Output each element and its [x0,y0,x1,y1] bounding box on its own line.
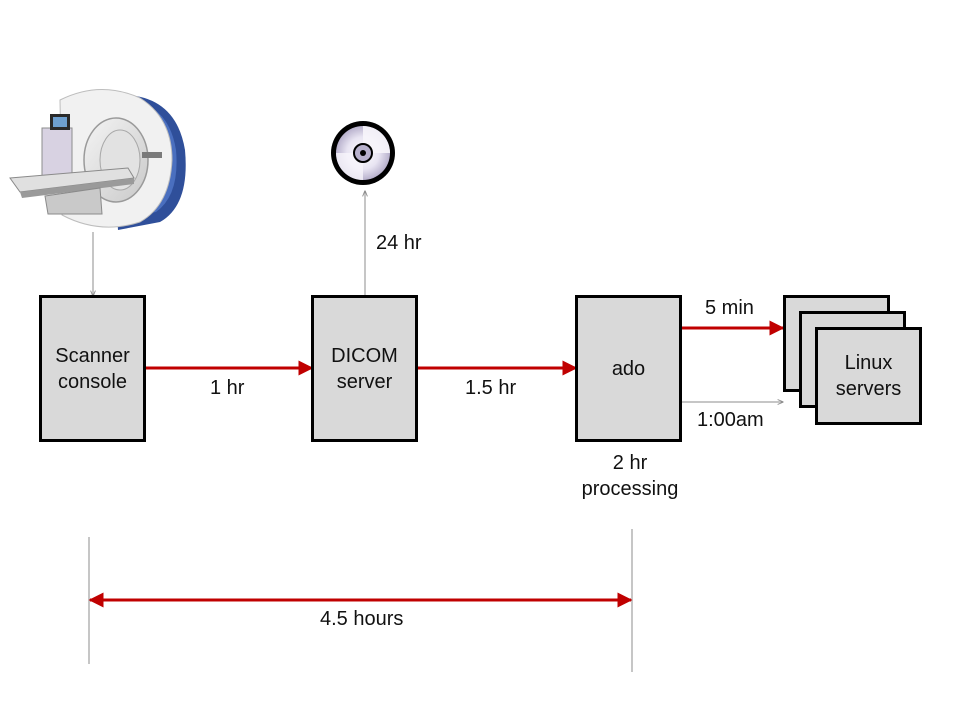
label-5min: 5 min [705,297,754,319]
scanner-console-box: Scanner console [39,295,146,442]
label-ado-processing: 2 hr processing [581,452,679,500]
scanner-console-label: Scanner console [55,344,130,393]
cd-disc-icon [331,121,395,185]
label-total-span: 4.5 hours [320,608,404,630]
label-24hr: 24 hr [376,232,422,254]
label-1-5hr: 1.5 hr [465,377,517,399]
linux-servers-box: Linux servers [815,327,922,425]
label-1am: 1:00am [697,409,764,431]
dicom-server-box: DICOM server [311,295,418,442]
mri-scanner-icon [9,89,186,230]
dicom-server-label: DICOM server [331,344,398,393]
ado-label: ado [611,357,646,380]
ado-box: ado [575,295,682,442]
label-1hr: 1 hr [210,377,245,399]
linux-servers-label: Linux servers [835,352,902,400]
